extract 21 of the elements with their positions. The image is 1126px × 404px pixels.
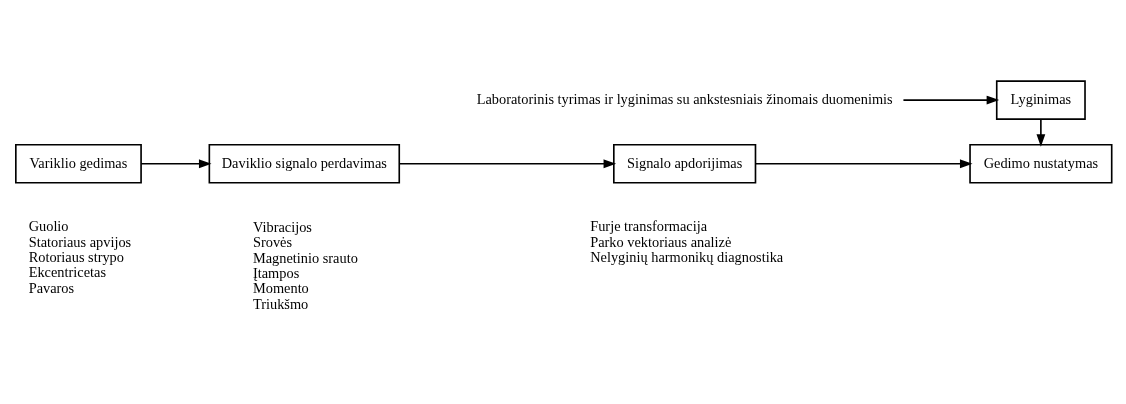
node-box: Signalo apdorijimas bbox=[613, 143, 757, 184]
node-label: Nelyginių harmonikų diagnostika bbox=[590, 248, 784, 265]
node-label: Statoriaus apvijos bbox=[28, 233, 132, 250]
node-label: Magnetinio srauto bbox=[252, 249, 358, 265]
node-label: Triukšmo bbox=[252, 295, 309, 312]
arrow bbox=[140, 158, 212, 168]
arrow bbox=[398, 158, 617, 168]
node-label: Furje transformacija bbox=[590, 217, 708, 234]
node-label: Srovės bbox=[252, 233, 293, 250]
node-label: Pavaros bbox=[28, 279, 75, 296]
node-box: Daviklio signalo perdavimas bbox=[208, 143, 401, 184]
arrow bbox=[1036, 117, 1046, 147]
node-text: Laboratorinis tyrimas ir lyginimas su ankstesniais žinomais duomenimis bbox=[476, 90, 893, 107]
node-box: Lyginimas bbox=[995, 79, 1086, 120]
node-box: Variklio gedimas bbox=[15, 143, 142, 184]
node-box: Gedimo nustatymas bbox=[969, 143, 1113, 184]
arrow bbox=[754, 158, 973, 168]
node-label: Guolio bbox=[28, 217, 69, 234]
arrow bbox=[902, 95, 1000, 104]
node-label: Vibracijos bbox=[252, 218, 312, 235]
node-label: Parko vektoriaus analizė bbox=[590, 233, 732, 250]
